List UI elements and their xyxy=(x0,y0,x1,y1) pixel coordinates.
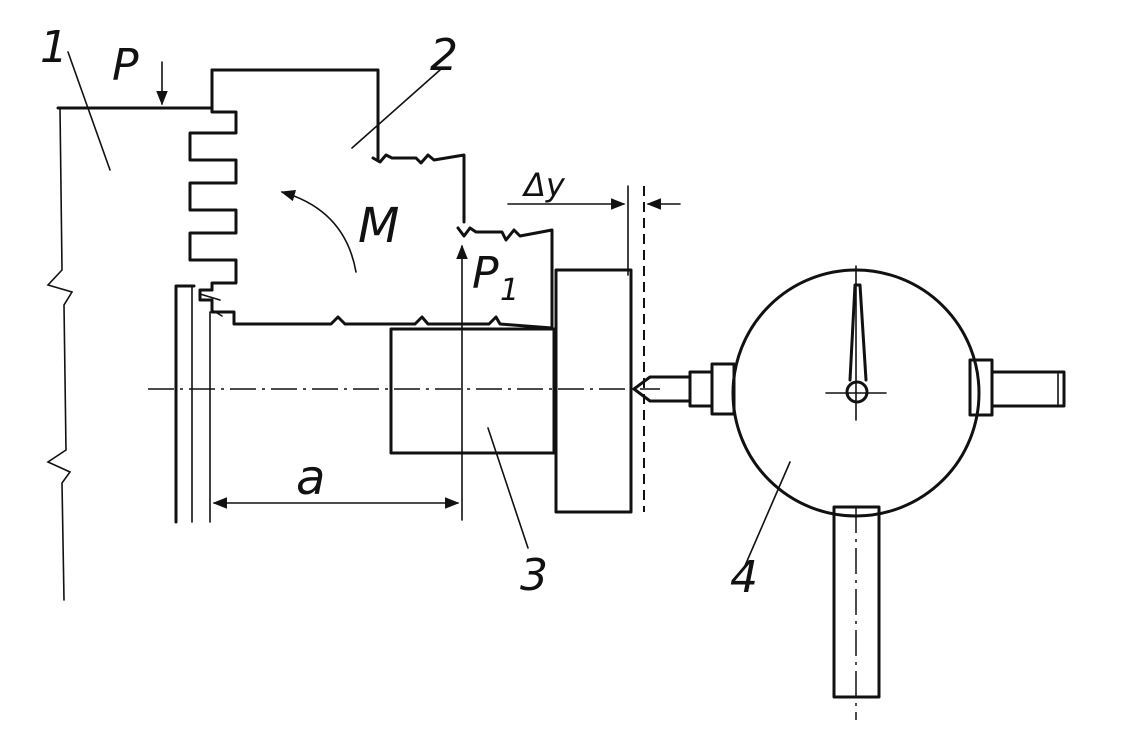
label-moment: M xyxy=(358,198,399,254)
leader-1 xyxy=(67,51,111,171)
label-part-3: 3 xyxy=(520,550,548,601)
label-delta-y: Δy xyxy=(521,166,566,204)
label-distance-a: a xyxy=(296,450,325,506)
leader-4 xyxy=(743,461,791,569)
dial-needle xyxy=(848,283,868,382)
label-part-1: 1 xyxy=(40,22,68,73)
dimension-a xyxy=(209,311,460,523)
part-4-dial-indicator xyxy=(632,265,1066,720)
leader-3 xyxy=(487,427,529,549)
label-force-p1-subscript: 1 xyxy=(500,273,519,308)
moment-arrow xyxy=(280,190,357,273)
leader-2 xyxy=(351,69,441,149)
label-force-p1: P xyxy=(472,248,499,299)
label-part-4: 4 xyxy=(730,552,758,603)
label-part-2: 2 xyxy=(430,30,458,81)
dimension-delta-y xyxy=(507,185,681,512)
label-force-p: P xyxy=(112,40,139,91)
part-1-body xyxy=(46,106,214,601)
part-3-mandrel xyxy=(389,268,633,514)
part-2-spindle-head xyxy=(188,68,554,330)
